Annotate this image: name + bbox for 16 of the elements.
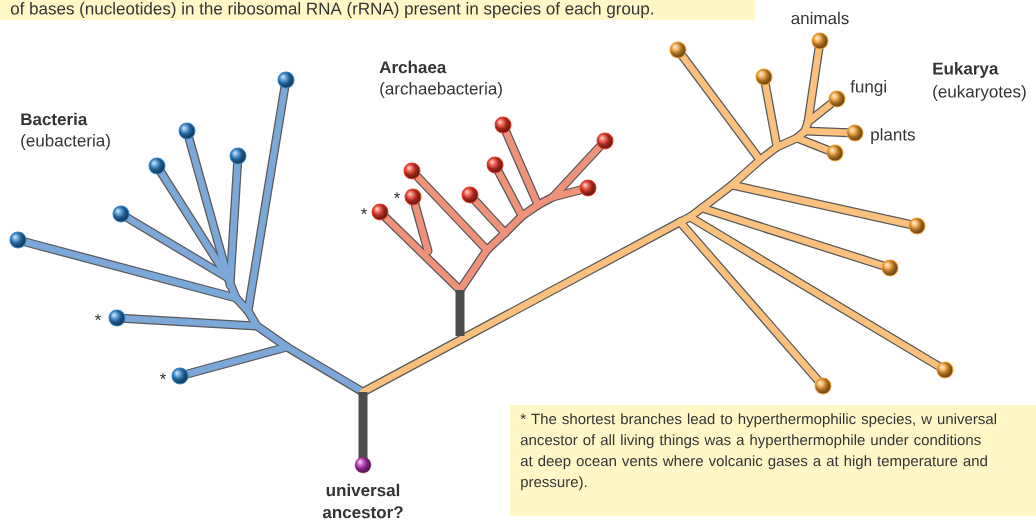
group-name: Eukarya [933,62,999,78]
branch-label: plants [871,128,915,144]
group-subtitle: (archaebacteria) [380,82,502,98]
group-subtitle: (eukaryotes) [933,85,1026,101]
asterisk: * [360,208,368,215]
group-name: Bacteria [21,112,88,126]
branch-label: fungi [850,80,886,96]
ancestor-label: universal ancestor? [322,483,403,519]
asterisk: * [393,192,401,199]
asterisk: * [94,314,102,321]
branch-label: animals [791,11,849,25]
group-subtitle: (eubacteria) [21,134,110,150]
footnote-box: * The shortest branches lead to hyperthermophilic species, w universal ancestor of all living things was a hyperthermophile under conditions at deep ocean vents where volcanic gases a at high temperature and pressure). [510,405,1036,516]
asterisk: * [159,373,167,380]
caption-box: of bases (nucleotides) in the ribosomal RNA (rRNA) present in species of each group. [0,0,755,20]
group-name: Archaea [379,60,447,74]
